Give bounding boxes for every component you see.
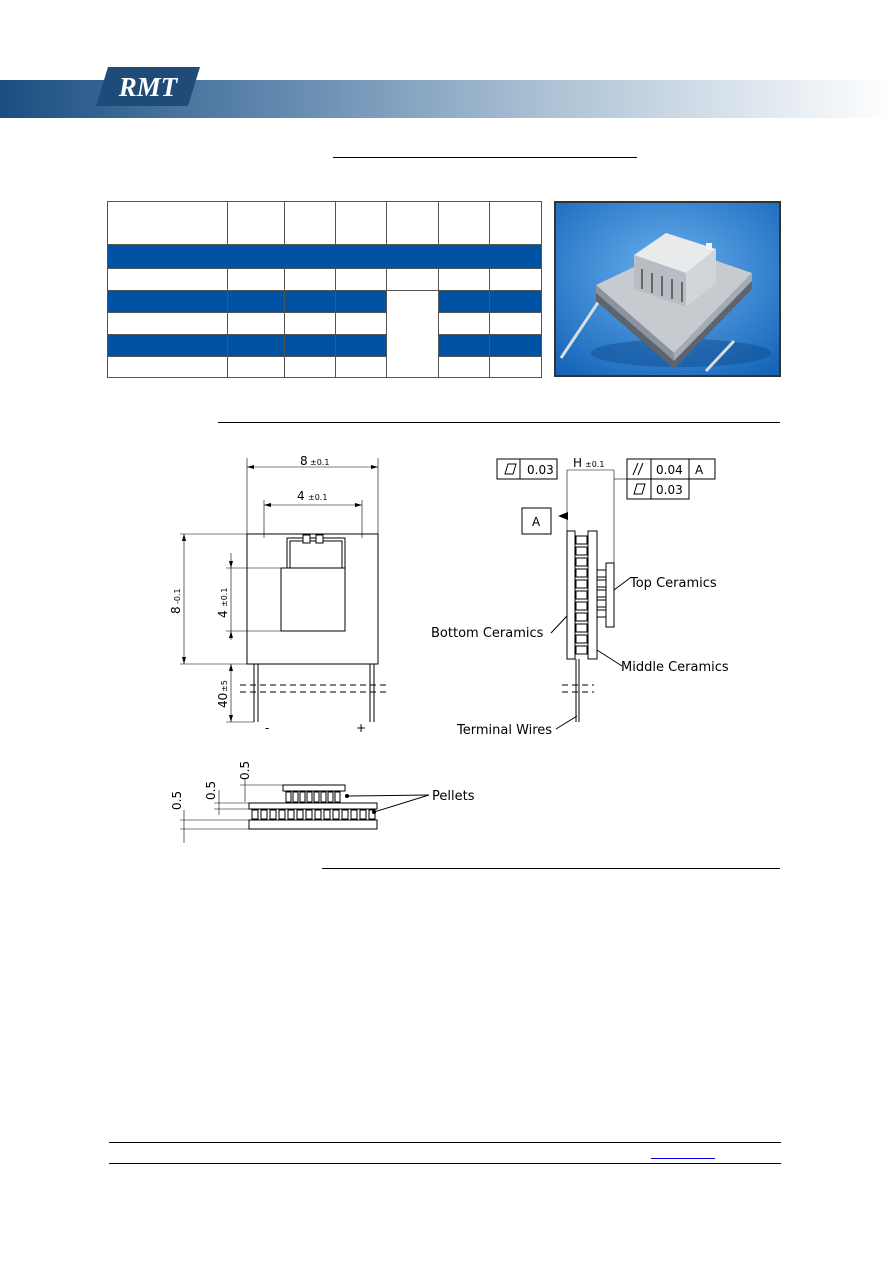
terminal-wires-label: Terminal Wires: [456, 723, 552, 738]
table-cell: [335, 312, 387, 335]
table-cell: [284, 312, 336, 335]
h-dim-label: H: [573, 456, 582, 470]
notes-section-line: [322, 868, 780, 869]
pellets-label: Pellets: [432, 789, 475, 804]
mid-thickness-dim: 0.5: [204, 781, 218, 800]
table-cell: [284, 290, 336, 313]
inner-height-dim-tol: ±0.1: [220, 588, 229, 607]
top-thickness-dim: 0.5: [238, 761, 252, 780]
table-cell: [386, 201, 439, 245]
flatness2-value: 0.03: [656, 483, 683, 497]
table-cell: [227, 201, 285, 245]
bottom-ceramics-label: Bottom Ceramics: [431, 626, 544, 641]
table-cell: [107, 201, 228, 245]
table-cell: [438, 334, 490, 357]
middle-ceramics-label: Middle Ceramics: [621, 660, 729, 675]
logo-text: RMT: [118, 72, 179, 102]
table-cell: [386, 268, 439, 291]
table-cell: [438, 312, 490, 335]
datum-label: A: [532, 515, 541, 529]
table-header-row: [107, 201, 542, 245]
inner-height-dim-label: 4: [216, 610, 230, 618]
table-row: [107, 312, 542, 335]
table-cell: [107, 334, 228, 357]
title-underline: [333, 157, 637, 158]
technical-drawing: 8 ±0.1 4 ±0.1 8 -0.1 4 ±0.1 40 ±5 - +: [169, 454, 729, 843]
table-cell: [489, 201, 542, 245]
table-cell: [107, 244, 542, 269]
table-cell: [335, 290, 387, 313]
table-row: [107, 268, 542, 291]
table-cell: [386, 290, 439, 378]
width-dim-label: 8: [300, 454, 308, 468]
table-cell: [107, 268, 228, 291]
drawing-section-line: [218, 422, 780, 423]
minus-terminal-label: -: [265, 721, 269, 735]
height-dim-label: 8: [169, 606, 183, 614]
table-cell: [107, 312, 228, 335]
width-dim-tol: ±0.1: [310, 458, 329, 467]
table-cell: [438, 290, 490, 313]
footer-top-line: [109, 1142, 781, 1143]
table-cell: [227, 334, 285, 357]
footer-bottom-line: [109, 1163, 781, 1164]
product-photo: [554, 201, 781, 377]
height-dim-tol: -0.1: [173, 588, 182, 604]
table-cell: [284, 201, 336, 245]
wire-length-dim-label: 40: [216, 693, 230, 708]
table-cell: [489, 356, 542, 378]
table-cell: [227, 290, 285, 313]
table-cell: [438, 268, 490, 291]
table-cell: [227, 356, 285, 378]
h-dim-tol: ±0.1: [585, 460, 604, 469]
inner-width-dim-label: 4: [297, 489, 305, 503]
inner-width-dim-tol: ±0.1: [308, 493, 327, 502]
parallel-value: 0.04: [656, 463, 683, 477]
table-cell: [335, 334, 387, 357]
table-row: [107, 356, 542, 378]
specification-table: [107, 201, 542, 378]
table-cell: [335, 201, 387, 245]
table-cell: [284, 334, 336, 357]
table-cell: [489, 290, 542, 313]
table-row: [107, 334, 542, 357]
table-cell: [438, 356, 490, 378]
rmt-logo: RMT: [96, 67, 200, 106]
table-cell: [284, 268, 336, 291]
parallel-datum-ref: A: [695, 463, 704, 477]
footer-link-underline[interactable]: [651, 1158, 715, 1159]
table-cell: [335, 356, 387, 378]
bottom-thickness-dim: 0.5: [170, 791, 184, 810]
table-cell: [489, 312, 542, 335]
wire-length-dim-tol: ±5: [220, 680, 229, 692]
table-cell: [107, 356, 228, 378]
table-cell: [335, 268, 387, 291]
table-cell: [489, 334, 542, 357]
table-cell: [227, 268, 285, 291]
table-cell: [107, 290, 228, 313]
table-cell: [489, 268, 542, 291]
flatness-value: 0.03: [527, 463, 554, 477]
plus-terminal-label: +: [356, 721, 366, 735]
table-cell: [284, 356, 336, 378]
table-cell: [438, 201, 490, 245]
table-row: [107, 290, 542, 378]
top-ceramics-label: Top Ceramics: [629, 576, 717, 591]
table-row: [107, 244, 542, 269]
table-cell: [227, 312, 285, 335]
